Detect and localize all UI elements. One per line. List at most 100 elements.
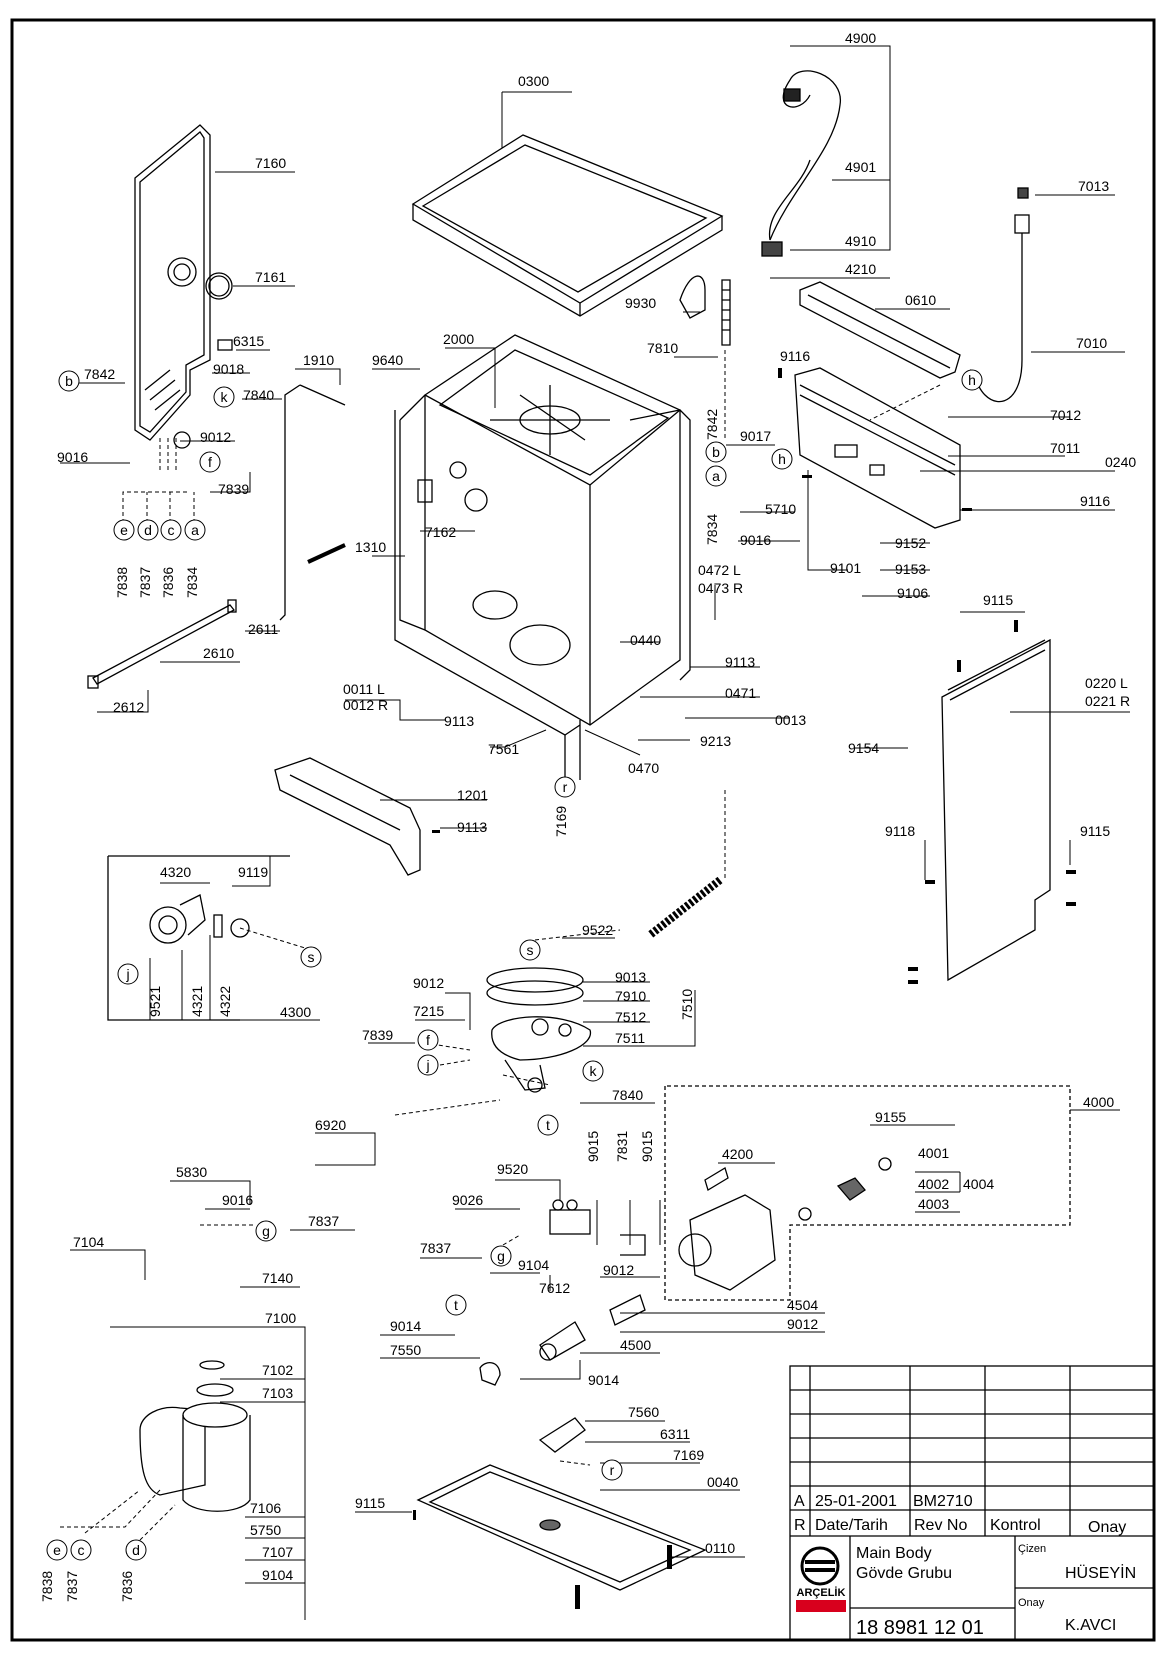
- part-labels: 4900 0300 4901 7160 7013 4910 7161 4210 …: [39, 30, 1136, 1602]
- label-7560: 7560: [628, 1404, 659, 1420]
- door-panel-0220: [941, 638, 1051, 982]
- svg-text:g: g: [262, 1223, 270, 1239]
- label-9113-low: 9113: [457, 819, 487, 835]
- inlet-hose-7010: [969, 187, 1030, 403]
- label-0011: 0011 L: [343, 681, 385, 697]
- title-cizen-value: HÜSEYİN: [1065, 1563, 1136, 1582]
- label-9101: 9101: [830, 560, 861, 576]
- svg-text:g: g: [497, 1248, 505, 1264]
- connector-g-mid: g: [490, 1245, 512, 1267]
- label-0471: 0471: [725, 685, 756, 701]
- label-4004: 4004: [963, 1176, 994, 1192]
- label-9012-mid: 9012: [413, 975, 444, 991]
- svg-text:r: r: [610, 1462, 615, 1478]
- label-9521: 9521: [147, 986, 163, 1017]
- arcelik-logo: ARÇELİK: [796, 1546, 846, 1612]
- fasteners: [413, 368, 1076, 1609]
- rail-0610: [799, 281, 961, 379]
- title-header-r: R: [794, 1517, 806, 1534]
- svg-text:c: c: [168, 522, 175, 538]
- connector-g-left: g: [255, 1220, 277, 1242]
- drain-hose-9522: [647, 876, 723, 939]
- label-7010: 7010: [1076, 335, 1107, 351]
- label-9016-mid: 9016: [740, 532, 771, 548]
- svg-text:t: t: [546, 1117, 550, 1133]
- label-7831: 7831: [614, 1131, 630, 1162]
- label-4001: 4001: [918, 1145, 949, 1161]
- label-9116-right: 9116: [1080, 493, 1110, 509]
- label-9013: 9013: [615, 969, 646, 985]
- label-7215: 7215: [413, 1003, 444, 1019]
- title-header-date: Date/Tarih: [815, 1517, 888, 1534]
- label-7512: 7512: [615, 1009, 646, 1025]
- pump-assembly-4300: [107, 855, 290, 1021]
- label-7836-top: 7836: [160, 567, 176, 598]
- title-block: A 25-01-2001 BM2710 R Date/Tarih Rev No …: [789, 1365, 1155, 1641]
- label-9106: 9106: [897, 585, 928, 601]
- label-7013: 7013: [1078, 178, 1109, 194]
- label-7838-top: 7838: [114, 567, 130, 598]
- label-9213: 9213: [700, 733, 731, 749]
- label-4210: 4210: [845, 261, 876, 277]
- connector-s-right: s: [300, 946, 322, 968]
- connector-j-left: j: [117, 963, 139, 985]
- label-7840-top: 7840: [243, 387, 274, 403]
- label-1310: 1310: [355, 539, 386, 555]
- connector-r-low: r: [601, 1459, 623, 1481]
- label-0473: 0473 R: [698, 580, 743, 596]
- label-7837-bottom: 7837: [64, 1571, 80, 1602]
- label-0040: 0040: [707, 1474, 738, 1490]
- sump-7510: [486, 967, 591, 1093]
- hanger-9930: [679, 275, 706, 319]
- tube-4504: [609, 1294, 646, 1326]
- connector-b-left: b: [58, 370, 80, 392]
- connector-f-left: f: [199, 451, 221, 473]
- label-4900: 4900: [845, 30, 876, 46]
- connector-h-top: h: [961, 369, 983, 391]
- float-7560: [538, 1417, 586, 1453]
- connector-e-top: e: [113, 519, 135, 541]
- svg-text:h: h: [778, 451, 786, 467]
- rail-2610: [87, 599, 237, 689]
- label-7837-top: 7837: [137, 567, 153, 598]
- label-9113-right: 9113: [725, 654, 755, 670]
- label-9155: 9155: [875, 1109, 906, 1125]
- title-header-revno: Rev No: [914, 1517, 967, 1534]
- svg-text:d: d: [144, 522, 152, 538]
- label-7107: 7107: [262, 1544, 293, 1560]
- label-1910: 1910: [303, 352, 334, 368]
- label-7169-top: 7169: [553, 806, 569, 837]
- label-9640: 9640: [372, 352, 403, 368]
- label-0012: 0012 R: [343, 697, 388, 713]
- label-7550: 7550: [390, 1342, 421, 1358]
- label-9014-b: 9014: [588, 1372, 619, 1388]
- label-7838-low: 7838: [39, 1571, 55, 1602]
- title-main-body: Main Body: [856, 1545, 932, 1562]
- label-4321: 4321: [189, 986, 205, 1017]
- label-9015-b: 9015: [639, 1131, 655, 1162]
- label-0220: 0220 L: [1085, 675, 1128, 691]
- heater-box-4000: [664, 1085, 1071, 1301]
- label-7011: 7011: [1050, 440, 1080, 456]
- label-9115-low: 9115: [355, 1495, 385, 1511]
- label-7510: 7510: [679, 989, 695, 1020]
- title-onay-label: Onay: [1018, 1597, 1045, 1609]
- connector-c-low: c: [70, 1539, 92, 1561]
- connector-a-mid: a: [705, 465, 727, 487]
- plinth-1201: [274, 757, 421, 876]
- connector-t-low: t: [445, 1294, 467, 1316]
- label-2612: 2612: [113, 699, 144, 715]
- label-7104: 7104: [73, 1234, 104, 1250]
- label-9152: 9152: [895, 535, 926, 551]
- part-4002: [836, 1177, 866, 1201]
- label-9018: 9018: [213, 361, 244, 377]
- label-7612: 7612: [539, 1280, 570, 1296]
- label-9115-right: 9115: [1080, 823, 1110, 839]
- label-7162: 7162: [425, 524, 456, 540]
- connector-d-top: d: [137, 519, 159, 541]
- connector-e-low: e: [46, 1539, 68, 1561]
- title-header-kontrol: Kontrol: [990, 1517, 1041, 1534]
- title-rev-a-no: BM2710: [913, 1493, 973, 1510]
- power-cord-4900: [761, 70, 841, 257]
- label-7102: 7102: [262, 1362, 293, 1378]
